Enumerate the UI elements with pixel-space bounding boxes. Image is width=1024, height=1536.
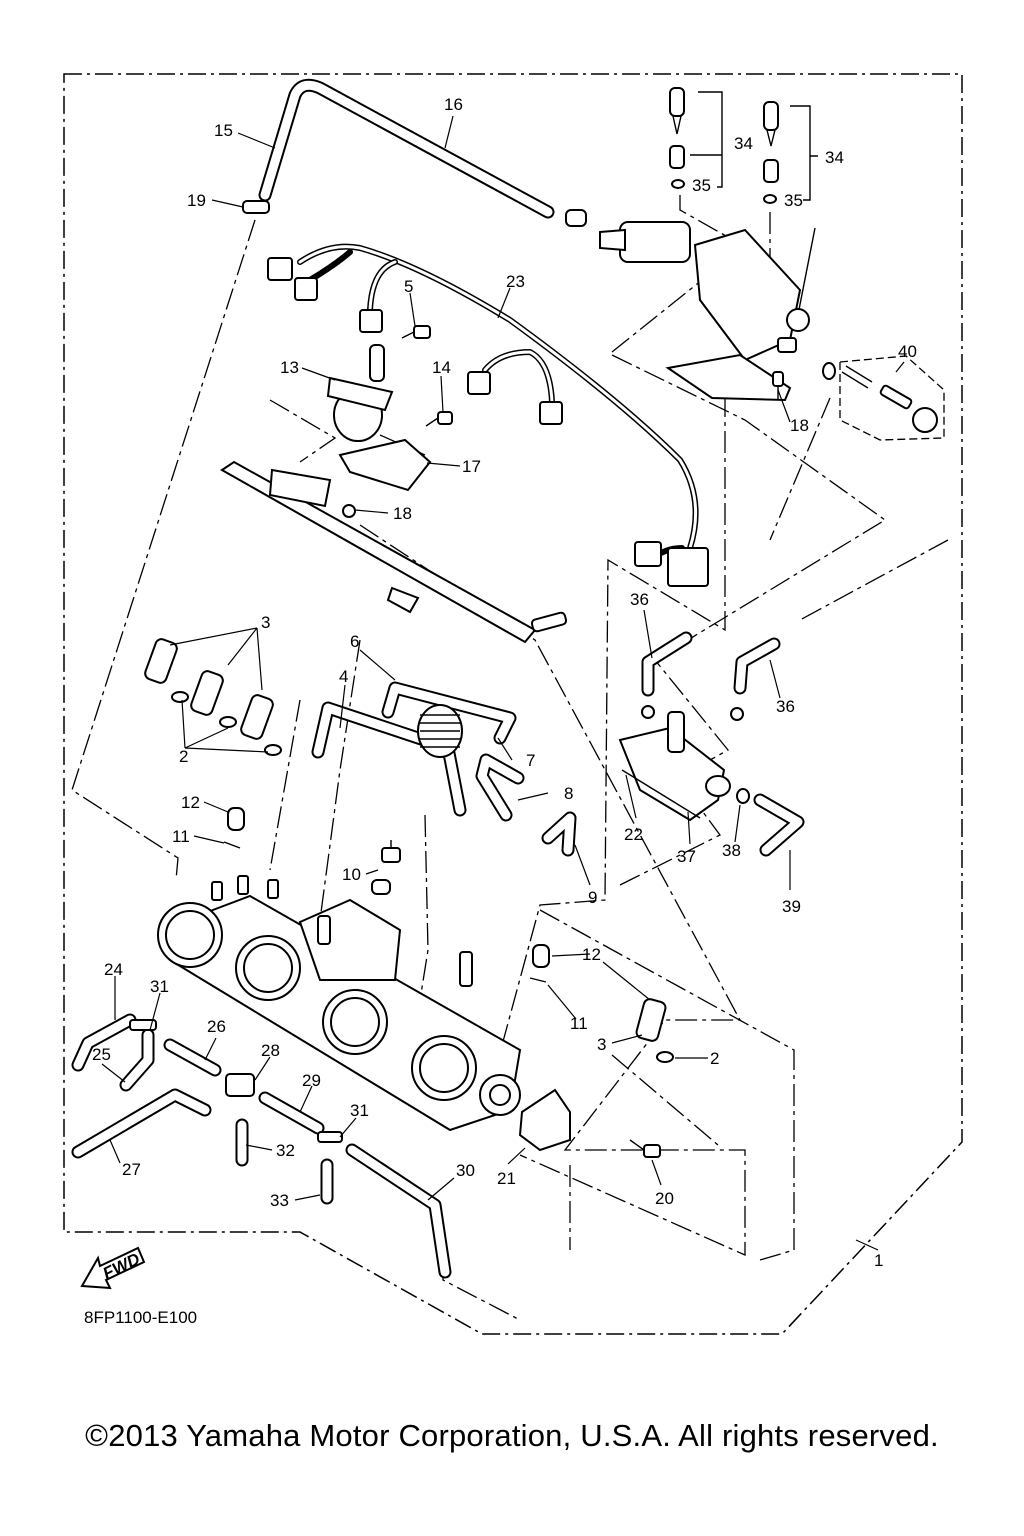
callout-17: 17 — [462, 457, 481, 476]
callout-3a: 3 — [261, 613, 270, 632]
callout-7: 7 — [526, 751, 535, 770]
callout-31b: 31 — [350, 1101, 369, 1120]
callout-34b: 34 — [825, 148, 844, 167]
callout-18b: 18 — [790, 416, 809, 435]
fuel-injectors-left — [144, 638, 282, 756]
throttle-position-sensor — [518, 1088, 571, 1152]
callout-1: 1 — [874, 1251, 883, 1270]
callout-leaders — [101, 115, 905, 1251]
callout-30: 30 — [456, 1161, 475, 1180]
callout-22: 22 — [624, 825, 643, 844]
copyright-notice: ©2013 Yamaha Motor Corporation, U.S.A. A… — [85, 1418, 939, 1453]
callout-32: 32 — [276, 1141, 295, 1160]
fwd-label: FWD — [100, 1249, 143, 1283]
assembly-boundary — [63, 73, 963, 1335]
throttle-body-exploded-diagram: FWD — [63, 73, 963, 1335]
callout-21: 21 — [497, 1169, 516, 1188]
callout-12b: 12 — [582, 945, 601, 964]
callout-26: 26 — [207, 1017, 226, 1036]
adjuster-screw-assembly — [822, 355, 945, 441]
fuel-delivery-pipe — [220, 438, 568, 644]
callout-19: 19 — [187, 191, 206, 210]
callout-labels: 1 2 2 3 3 4 5 6 7 8 9 10 11 11 12 12 13 … — [92, 95, 917, 1270]
callout-4: 4 — [339, 667, 348, 686]
callout-28: 28 — [261, 1041, 280, 1060]
callout-2b: 2 — [710, 1049, 719, 1068]
callout-35b: 35 — [784, 191, 803, 210]
callout-31a: 31 — [150, 977, 169, 996]
callout-24: 24 — [104, 960, 123, 979]
screw-and-spring-sets — [669, 87, 818, 204]
callout-10: 10 — [342, 865, 361, 884]
callout-11a: 11 — [172, 827, 190, 846]
callout-18a: 18 — [393, 504, 412, 523]
callout-35a: 35 — [692, 176, 711, 195]
callout-15: 15 — [214, 121, 233, 140]
vacuum-hoses — [311, 681, 577, 857]
bolts — [342, 325, 784, 1158]
callout-33: 33 — [270, 1191, 289, 1210]
callout-5: 5 — [404, 277, 413, 296]
callout-36b: 36 — [776, 697, 795, 716]
callout-8: 8 — [564, 784, 573, 803]
fuel-hose — [258, 78, 555, 219]
callout-34a: 34 — [734, 134, 753, 153]
callout-9: 9 — [588, 888, 597, 907]
callout-13: 13 — [280, 358, 299, 377]
callout-11b: 11 — [570, 1014, 588, 1033]
actuator-block — [599, 221, 816, 402]
callout-2a: 2 — [179, 747, 188, 766]
callout-20: 20 — [655, 1189, 674, 1208]
small-fittings — [223, 807, 550, 983]
callout-14: 14 — [432, 358, 451, 377]
pressure-regulator — [326, 344, 394, 442]
wire-harness — [267, 243, 709, 587]
coolant-hoses — [618, 631, 805, 857]
fwd-arrow-icon: FWD — [80, 1246, 146, 1290]
callout-40: 40 — [898, 342, 917, 361]
callout-27: 27 — [122, 1160, 141, 1179]
throttle-bodies — [157, 875, 522, 1132]
callout-29: 29 — [302, 1071, 321, 1090]
callout-23: 23 — [506, 272, 525, 291]
callout-36a: 36 — [630, 590, 649, 609]
callout-12a: 12 — [181, 793, 200, 812]
vacuum-hose-network — [71, 1013, 452, 1279]
callout-38: 38 — [722, 841, 741, 860]
callout-3b: 3 — [597, 1035, 606, 1054]
callout-37: 37 — [677, 847, 696, 866]
diagram-code: 8FP1100-E100 — [84, 1308, 198, 1327]
fuel-injector-right — [635, 998, 674, 1063]
callout-25: 25 — [92, 1045, 111, 1064]
callout-16: 16 — [444, 95, 463, 114]
callout-39: 39 — [782, 897, 801, 916]
callout-6: 6 — [350, 632, 359, 651]
hose-clip — [242, 200, 587, 227]
